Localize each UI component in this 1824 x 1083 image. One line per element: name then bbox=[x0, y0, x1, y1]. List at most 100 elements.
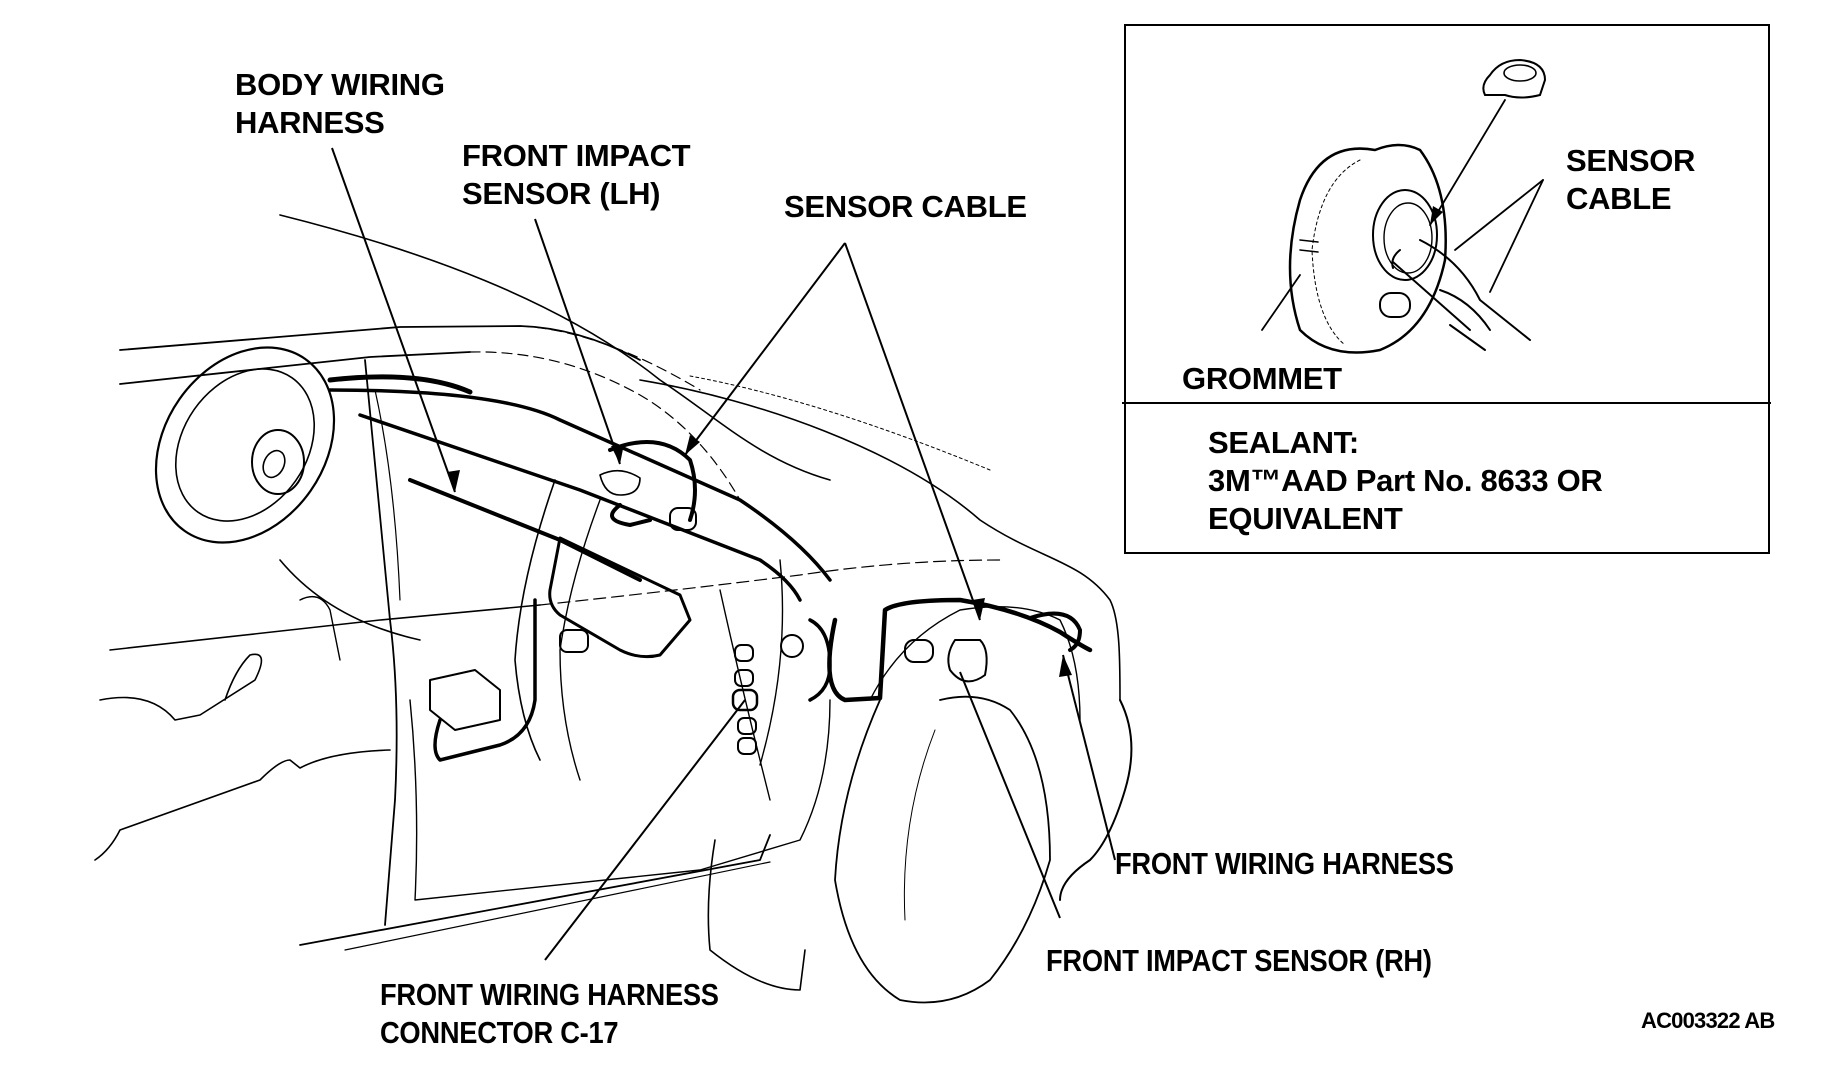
sealant-inset-panel bbox=[1124, 24, 1770, 554]
steering-wheel-outer bbox=[154, 346, 336, 544]
roof-line-upper bbox=[279, 214, 831, 481]
floor-curve-1 bbox=[99, 653, 263, 721]
label-line: SENSOR bbox=[1566, 143, 1696, 178]
arrowhead-sensor-lh bbox=[611, 444, 624, 464]
seat-outline bbox=[299, 596, 341, 661]
cowl-line-dash bbox=[539, 559, 1001, 606]
label-line: BODY WIRING bbox=[235, 67, 445, 102]
firewall-harness bbox=[808, 618, 832, 702]
connector-c17 bbox=[731, 688, 759, 712]
inset-divider bbox=[1122, 402, 1771, 404]
leader-inset-cable-2 bbox=[1489, 179, 1544, 293]
label-front-impact-sensor-rh: FRONT IMPACT SENSOR (RH) bbox=[1046, 943, 1432, 978]
leader-connector-c17 bbox=[544, 699, 746, 961]
control-unit-harness bbox=[433, 598, 537, 762]
leader-sealant bbox=[1429, 99, 1506, 226]
leader-front-wiring-harness bbox=[1062, 654, 1116, 861]
fender-outer bbox=[1059, 699, 1133, 901]
label-sensor-cable: SENSOR CABLE bbox=[784, 189, 1027, 224]
control-unit bbox=[429, 669, 501, 731]
sealant-line: 3M™AAD Part No. 8633 OR bbox=[1208, 463, 1603, 498]
cowl-line bbox=[109, 604, 541, 651]
leader-front-impact-sensor-rh bbox=[959, 671, 1061, 919]
leader-sensor-cable-2 bbox=[844, 242, 981, 621]
label-line: FRONT IMPACT bbox=[462, 138, 691, 173]
tire-inner bbox=[903, 729, 936, 921]
grommet-slot bbox=[1379, 292, 1411, 318]
dash-top-3 bbox=[327, 374, 473, 395]
mud-guard bbox=[707, 839, 806, 991]
floor-curve-2 bbox=[94, 749, 391, 861]
lh-sensor bbox=[599, 469, 641, 496]
dash-lower-rail bbox=[408, 478, 642, 582]
rh-sensor-connector bbox=[904, 639, 934, 663]
grommet-on-firewall bbox=[780, 634, 804, 658]
label-line: CONNECTOR C-17 bbox=[380, 1015, 619, 1050]
sealant-line: EQUIVALENT bbox=[1208, 501, 1403, 536]
leader-front-impact-sensor-lh bbox=[534, 218, 621, 465]
arrowhead-front-wiring-harness bbox=[1059, 655, 1072, 677]
steering-hub bbox=[251, 429, 305, 495]
label-line: HARNESS bbox=[235, 105, 385, 140]
dash-connector-1 bbox=[559, 629, 589, 653]
connector-2 bbox=[734, 669, 754, 687]
front-harness-main bbox=[827, 597, 1093, 703]
label-line: FRONT WIRING HARNESS bbox=[380, 977, 719, 1012]
front-harness-loop bbox=[1028, 611, 1082, 652]
center-panel bbox=[514, 479, 556, 761]
lh-sensor-cable-2 bbox=[610, 503, 652, 527]
label-front-wiring-harness: FRONT WIRING HARNESS bbox=[1115, 846, 1454, 881]
door-panel bbox=[409, 699, 831, 901]
grommet-rim bbox=[1311, 159, 1361, 346]
figure-id: AC003322 AB bbox=[1641, 1008, 1775, 1033]
glovebox bbox=[548, 536, 692, 659]
rocker-panel-2 bbox=[344, 861, 771, 951]
windshield-line-2 bbox=[119, 351, 471, 385]
leader-grommet bbox=[1261, 274, 1301, 331]
grommet-center-ring-inner bbox=[1383, 202, 1433, 274]
hood-line-2 bbox=[689, 375, 991, 471]
inset-sealant-spec: SEALANT: 3M™AAD Part No. 8633 OR EQUIVAL… bbox=[1208, 424, 1603, 538]
windshield-line-1-dash bbox=[519, 325, 701, 391]
inset-grommet-art bbox=[1261, 58, 1547, 354]
steering-hub-logo bbox=[262, 449, 286, 479]
sealant-tube bbox=[1482, 58, 1547, 99]
a-pillar bbox=[364, 359, 398, 926]
hood-line bbox=[639, 379, 1121, 701]
inset-cable-1 bbox=[1392, 261, 1471, 331]
kick-panel-2 bbox=[759, 559, 784, 766]
connector-3 bbox=[737, 717, 757, 735]
label-line: SENSOR (LH) bbox=[462, 176, 661, 211]
leader-sensor-cable-1 bbox=[684, 242, 846, 456]
dash-top-2 bbox=[358, 413, 802, 602]
grommet-center-ring bbox=[1372, 189, 1438, 281]
inset-label-grommet: GROMMET bbox=[1182, 361, 1342, 396]
arrowhead-sensor-cable-2 bbox=[972, 598, 985, 620]
a-pillar-inner bbox=[374, 389, 401, 601]
label-front-wiring-harness-connector: FRONT WIRING HARNESS CONNECTOR C-17 bbox=[380, 976, 719, 1052]
steering-wheel-inner bbox=[174, 368, 316, 522]
sealant-tube-cap bbox=[1503, 64, 1537, 82]
sealant-title: SEALANT: bbox=[1208, 425, 1359, 460]
label-line: CABLE bbox=[1566, 181, 1672, 216]
leader-body-wiring-harness bbox=[331, 147, 456, 493]
rocker-panel-1 bbox=[299, 834, 771, 946]
arrowhead-sealant bbox=[1430, 206, 1443, 225]
inset-label-sensor-cable: SENSOR CABLE bbox=[1566, 142, 1695, 218]
windshield-line-1 bbox=[119, 325, 641, 361]
inset-cable-3 bbox=[1439, 289, 1491, 331]
inset-cable-4 bbox=[1449, 324, 1486, 351]
arrowhead-body-wiring-harness bbox=[447, 470, 460, 492]
dash-top bbox=[328, 388, 832, 582]
steering-column bbox=[279, 559, 421, 641]
inset-cable-1b bbox=[1391, 249, 1401, 269]
lh-sensor-connector bbox=[669, 507, 697, 531]
label-front-impact-sensor-lh: FRONT IMPACT SENSOR (LH) bbox=[462, 137, 691, 213]
center-panel-2 bbox=[559, 499, 601, 781]
arrowhead-sensor-cable-1 bbox=[685, 435, 700, 455]
label-body-wiring-harness: BODY WIRING HARNESS bbox=[235, 66, 445, 142]
grommet-body bbox=[1288, 143, 1447, 354]
rh-sensor-body bbox=[947, 639, 988, 683]
